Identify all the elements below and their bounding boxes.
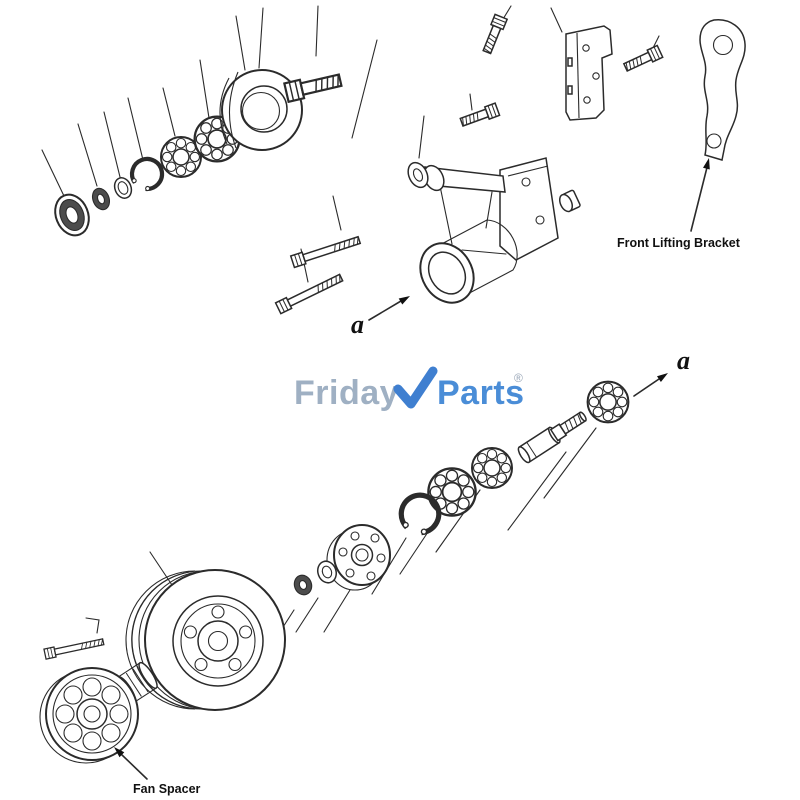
fan-spacer-label: Fan Spacer bbox=[133, 782, 201, 796]
watermark-friday-text: Friday bbox=[294, 374, 399, 412]
section-arrow-a-top bbox=[368, 296, 410, 321]
section-label-a-top: a bbox=[351, 310, 364, 339]
section-arrow-a-bottom bbox=[633, 373, 668, 397]
front-lifting-bracket-label: Front Lifting Bracket bbox=[617, 236, 741, 250]
bracket-bolt-top bbox=[480, 13, 508, 56]
drive-shaft bbox=[517, 411, 587, 464]
flat-washer bbox=[316, 560, 338, 584]
spacer-ring bbox=[113, 177, 133, 199]
ball-bearing-rear-1 bbox=[586, 380, 630, 424]
front-lifting-bracket-arrow bbox=[690, 158, 710, 232]
bracket-bolt-mid bbox=[458, 102, 501, 130]
lock-washer bbox=[293, 574, 313, 596]
callout-lines-top bbox=[41, 5, 660, 283]
plug-cap bbox=[558, 189, 581, 213]
bearing-housing-hub bbox=[219, 69, 303, 151]
front-lifting-bracket-part bbox=[699, 19, 746, 161]
watermark-registered-mark: ® bbox=[514, 371, 523, 385]
flange-hub bbox=[326, 524, 391, 591]
washer bbox=[91, 187, 111, 211]
oil-seal bbox=[54, 193, 90, 237]
fan-pulley bbox=[125, 569, 286, 711]
watermark-parts-text: Parts bbox=[437, 374, 525, 412]
mounting-plate bbox=[565, 25, 613, 121]
fridayparts-watermark: Friday Parts ® bbox=[294, 366, 525, 412]
hub-bolt bbox=[283, 69, 344, 103]
bracket-bolt-right bbox=[622, 44, 664, 75]
watermark-check-icon bbox=[393, 366, 438, 409]
fan-drive-bracket bbox=[407, 157, 559, 304]
ball-bearing-rear-2 bbox=[471, 447, 513, 489]
mounting-bolt-long-2 bbox=[274, 271, 345, 315]
section-label-a-bottom: a bbox=[677, 346, 690, 375]
fan-spacer-arrow bbox=[114, 747, 148, 780]
fan-spacer-part bbox=[39, 667, 139, 764]
fan-spacer-bolt bbox=[43, 636, 105, 660]
